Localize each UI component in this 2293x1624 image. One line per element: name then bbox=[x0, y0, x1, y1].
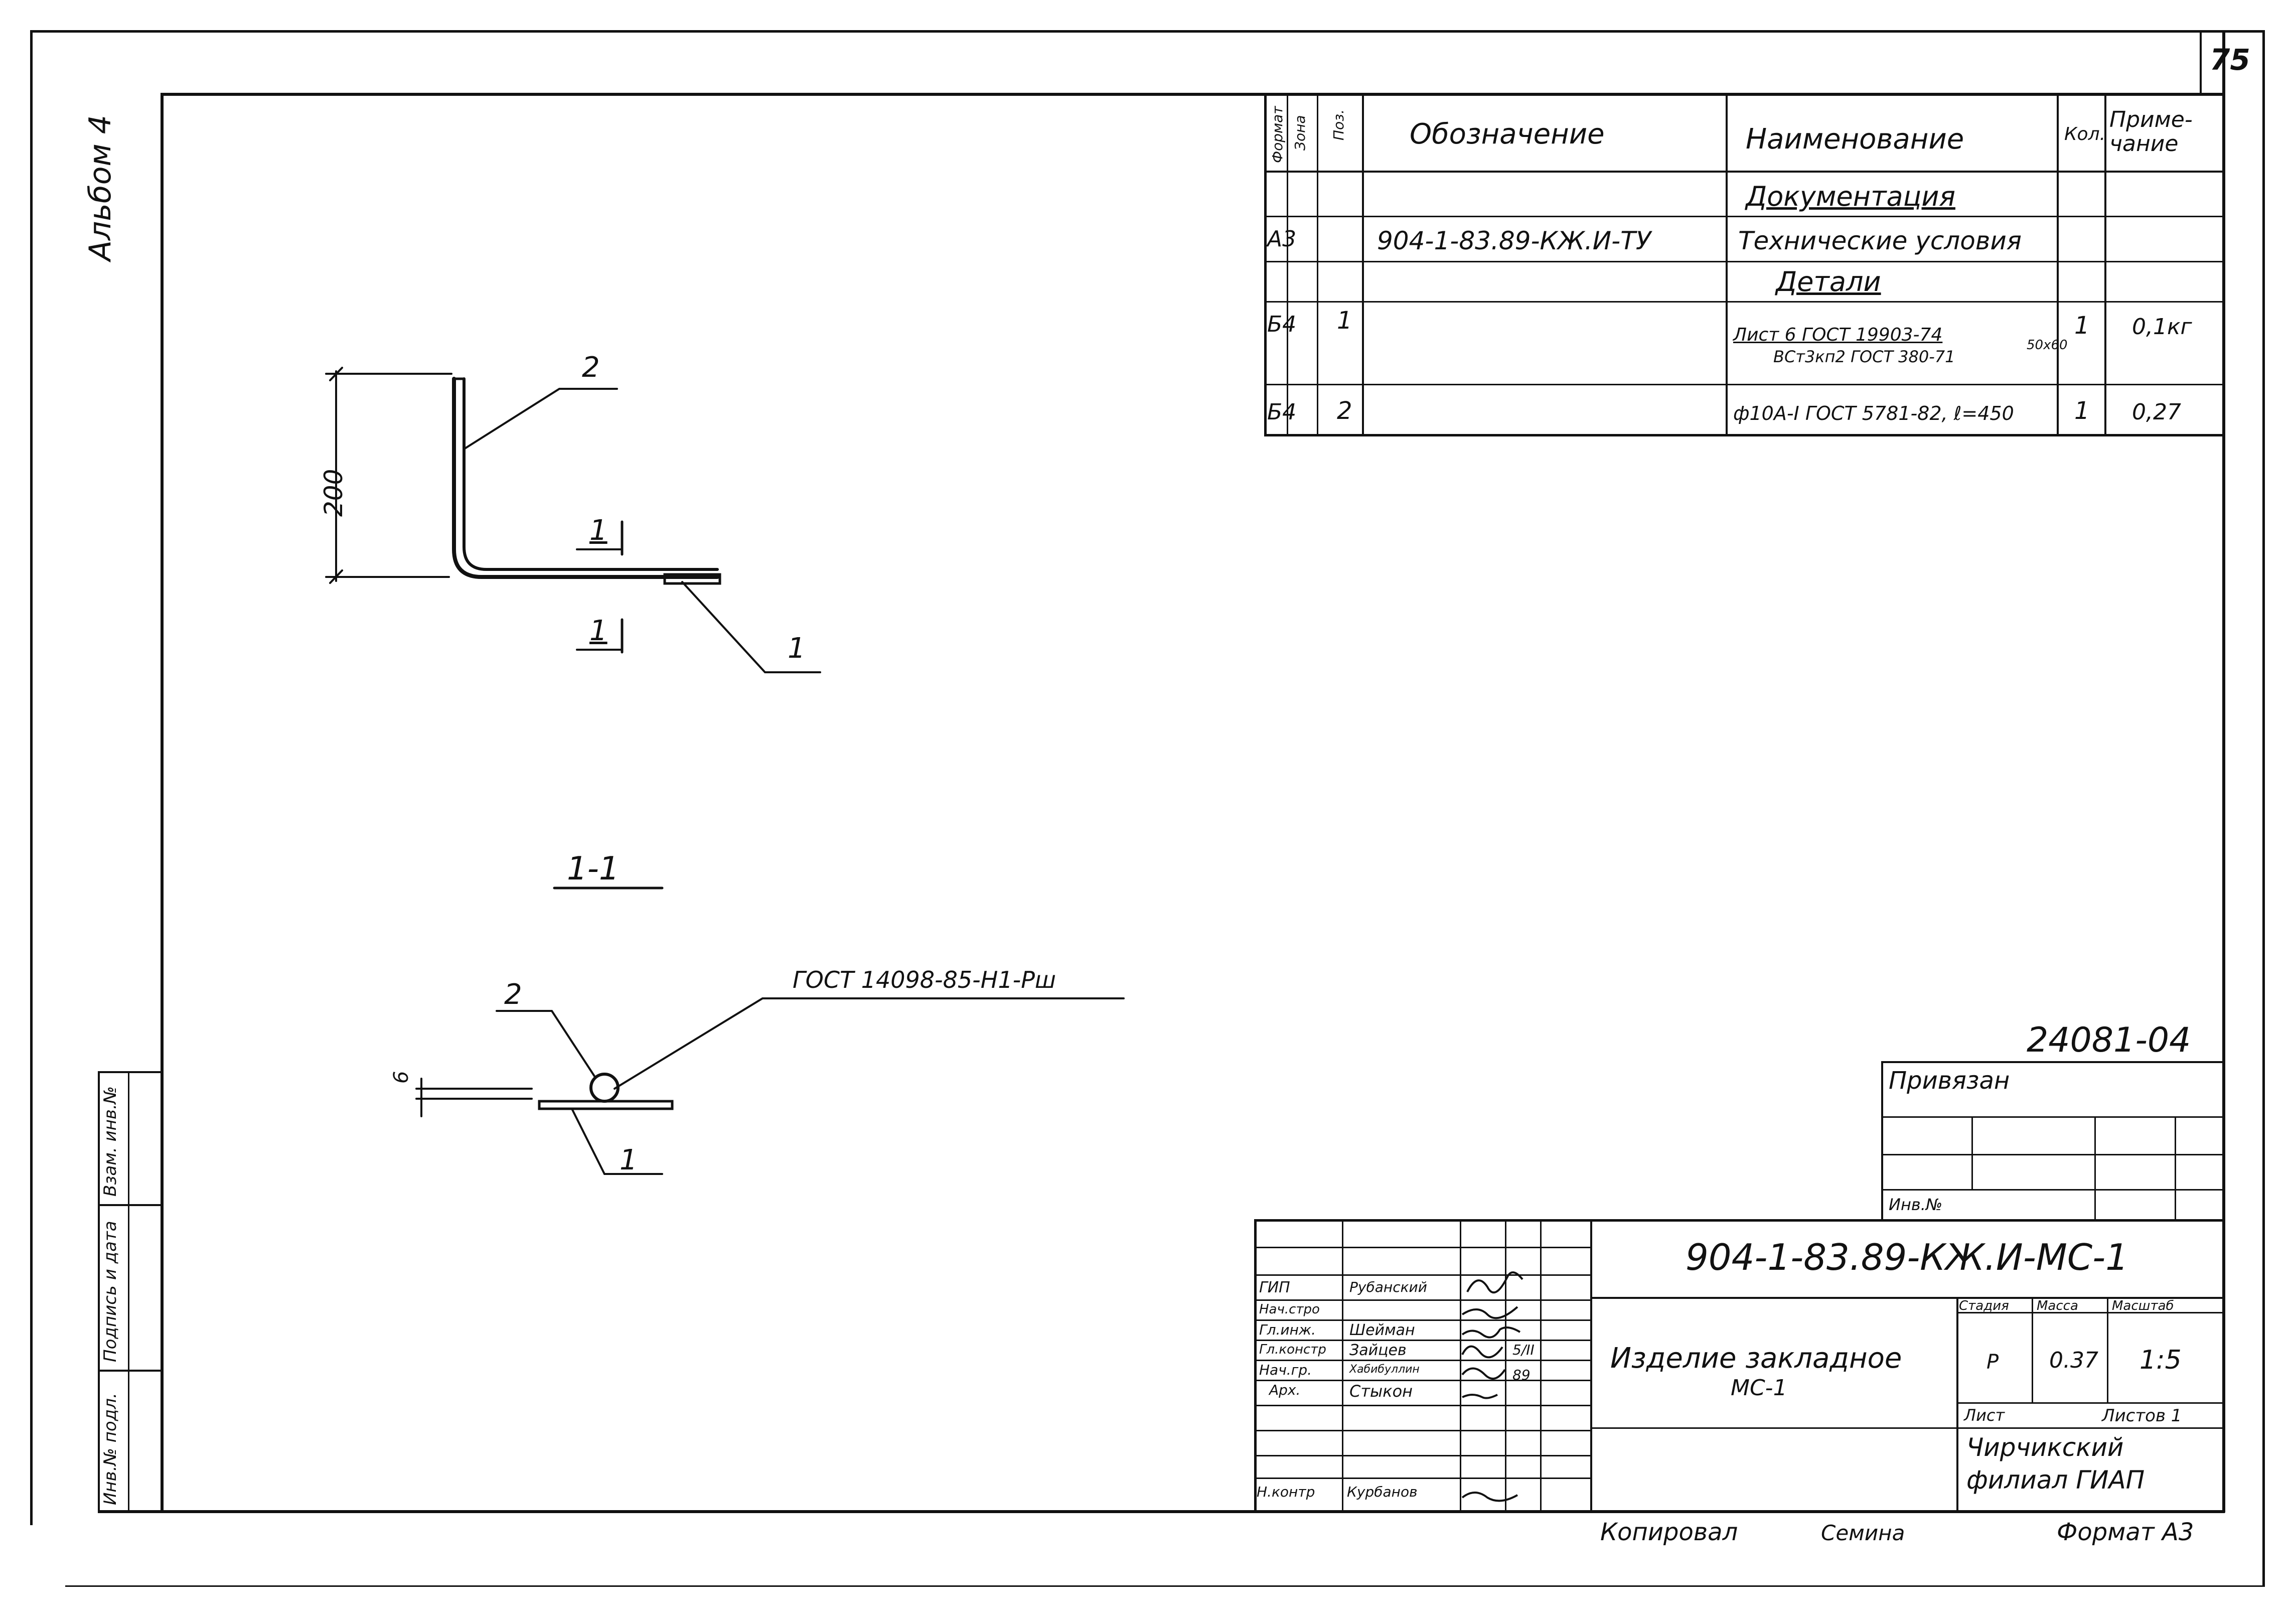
org-line1: Чирчикский bbox=[1966, 1433, 2124, 1462]
left-stamp-left bbox=[98, 1071, 100, 1513]
inner-frame-left bbox=[161, 93, 164, 1513]
outer-frame-bottom bbox=[65, 1585, 2265, 1587]
spec-header-name: Наименование bbox=[1746, 123, 1964, 156]
cut-mark-lower: 1 bbox=[589, 615, 607, 647]
weld-label: ГОСТ 14098-85-Н1-Рш bbox=[793, 966, 1056, 993]
scale-label: Масштаб bbox=[2112, 1298, 2174, 1313]
inner-frame-top bbox=[161, 93, 2222, 96]
binding-title: Привязан bbox=[1889, 1067, 2010, 1095]
title-role-5: Нач.гр. bbox=[1259, 1362, 1312, 1378]
binding-inv-label: Инв.№ bbox=[1889, 1195, 1943, 1214]
title-name-5: Хабибуллин bbox=[1349, 1363, 1420, 1376]
section-pos1-label: 1 bbox=[620, 1144, 638, 1176]
left-stamp-top bbox=[98, 1071, 163, 1073]
sheets-label: Листов 1 bbox=[2102, 1406, 2182, 1426]
spec-row2-note: 0,27 bbox=[2132, 399, 2181, 425]
spec-row2-name: ф10А-I ГОСТ 5781-82, ℓ=450 bbox=[1733, 402, 2014, 424]
title-role-3: Гл.инж. bbox=[1259, 1321, 1316, 1338]
inner-frame-bottom bbox=[98, 1510, 2225, 1513]
spec-row1-name-line1: Лист 6 ГОСТ 19903-74 bbox=[1733, 325, 1943, 345]
document-code: 904-1-83.89-КЖ.И-МС-1 bbox=[1686, 1236, 2128, 1278]
title-date-fragment: 5/II bbox=[1512, 1342, 1535, 1358]
spec-row-doc-format: А3 bbox=[1267, 226, 1297, 252]
footer-format: Формат А3 bbox=[2057, 1518, 2194, 1546]
title-role-1: ГИП bbox=[1259, 1279, 1290, 1296]
footer-copier-name: Семина bbox=[1821, 1521, 1905, 1545]
spec-header-qty: Кол. bbox=[2064, 124, 2106, 144]
outer-frame-left bbox=[30, 30, 33, 1525]
title-name-3: Шейман bbox=[1349, 1321, 1415, 1339]
spec-section-details: Детали bbox=[1776, 266, 1881, 298]
title-year-fragment: 89 bbox=[1512, 1367, 1531, 1383]
left-stamp-div2 bbox=[98, 1370, 163, 1372]
spec-row-doc-designation: 904-1-83.89-КЖ.И-ТУ bbox=[1377, 226, 1651, 255]
spec-row1-name-line2: ВСт3кп2 ГОСТ 380-71 bbox=[1773, 347, 1955, 366]
section-pos2-label: 2 bbox=[504, 978, 522, 1011]
footer-copied: Копировал bbox=[1600, 1518, 1738, 1546]
title-role-2: Нач.стро bbox=[1259, 1302, 1320, 1317]
title-role-8: Н.контр bbox=[1257, 1484, 1315, 1500]
inner-frame-right bbox=[2222, 30, 2225, 1513]
title-role-4: Гл.констр bbox=[1259, 1342, 1326, 1357]
scale-value: 1:5 bbox=[2139, 1345, 2182, 1375]
spec-row1-name-suffix: 50х60 bbox=[2027, 338, 2068, 353]
title-name-4: Зайцев bbox=[1349, 1342, 1407, 1359]
spec-row2-pos: 2 bbox=[1337, 397, 1352, 425]
stage-label: Стадия bbox=[1959, 1298, 2009, 1313]
sheet-number-box-left bbox=[2200, 30, 2202, 93]
spec-row1-pos: 1 bbox=[1337, 307, 1352, 335]
spec-row1-note: 0,1кг bbox=[2132, 314, 2192, 340]
spec-row1-format: Б4 bbox=[1267, 312, 1297, 337]
left-stamp-mid bbox=[128, 1071, 129, 1513]
mass-label: Масса bbox=[2037, 1298, 2078, 1313]
spec-header-designation: Обозначение bbox=[1410, 118, 1605, 151]
outer-frame-right bbox=[2262, 30, 2265, 1585]
sheet-number: 75 bbox=[2210, 43, 2250, 77]
spec-section-documentation: Документация bbox=[1746, 181, 1955, 212]
mass-value: 0.37 bbox=[2049, 1348, 2098, 1373]
spec-row1-qty: 1 bbox=[2074, 312, 2090, 340]
org-line2: филиал ГИАП bbox=[1966, 1465, 2145, 1495]
spec-row2-format: Б4 bbox=[1267, 399, 1297, 425]
product-name-line1: Изделие закладное bbox=[1610, 1342, 1902, 1375]
cut-mark-upper: 1 bbox=[589, 514, 607, 547]
stage-value: Р bbox=[1986, 1351, 1999, 1374]
title-name-6: Стыкон bbox=[1349, 1382, 1413, 1401]
drawing-pos1-label: 1 bbox=[788, 632, 806, 665]
outer-frame-top bbox=[30, 30, 2262, 33]
spec-header-note: Приме- чание bbox=[2109, 107, 2193, 157]
product-name-line2: МС-1 bbox=[1731, 1375, 1787, 1401]
sheet-label: Лист bbox=[1964, 1406, 2005, 1425]
title-role-6: Арх. bbox=[1269, 1382, 1301, 1398]
binding-code: 24081-04 bbox=[2027, 1020, 2191, 1060]
spec-row2-qty: 1 bbox=[2074, 397, 2090, 425]
left-stamp-div1 bbox=[98, 1204, 163, 1206]
drawing-pos2-label: 2 bbox=[582, 351, 600, 384]
spec-row-doc-name: Технические условия bbox=[1738, 226, 2022, 255]
title-name-8: Курбанов bbox=[1347, 1484, 1418, 1500]
section-title: 1-1 bbox=[567, 850, 620, 888]
title-name-1: Рубанский bbox=[1349, 1279, 1427, 1295]
